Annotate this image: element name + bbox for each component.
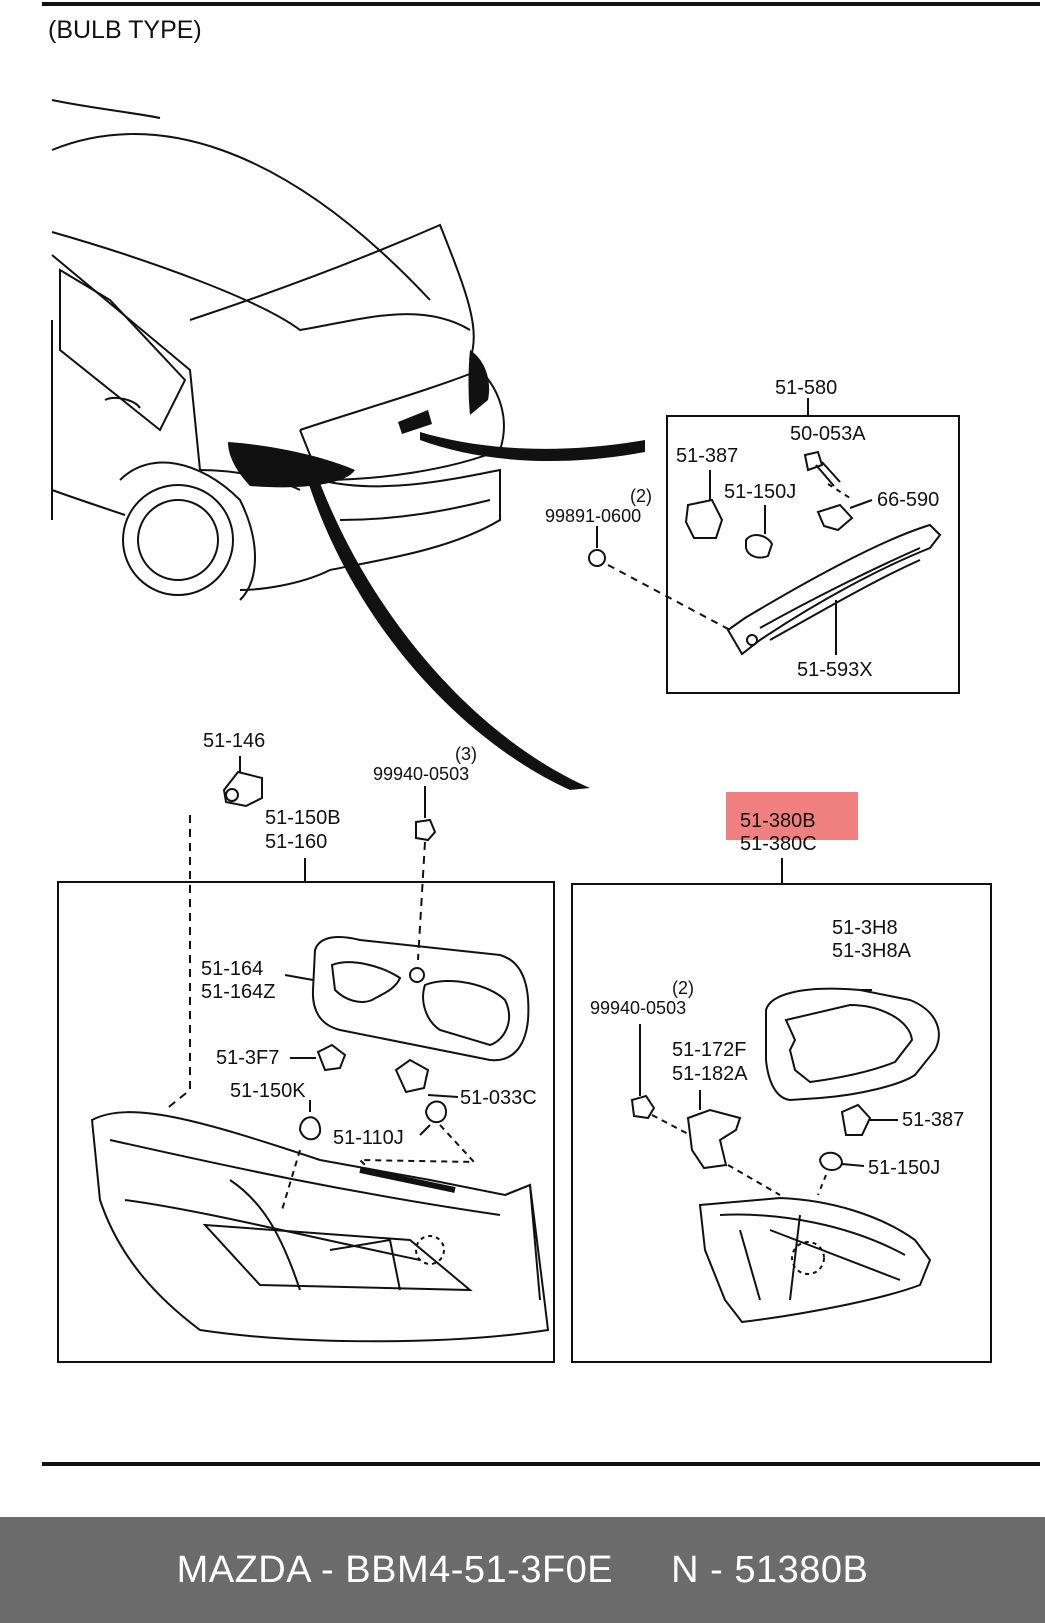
footer-ref-number: N - 51380B (671, 1548, 869, 1591)
label-51-387-top: 51-387 (676, 445, 738, 467)
label-51-387-right: 51-387 (902, 1109, 964, 1131)
label-51-150K: 51-150K (230, 1080, 306, 1102)
label-99940-qty-mid: (3) (455, 744, 477, 764)
label-51-380B: 51-380B (740, 810, 816, 832)
license-lamp-box (666, 415, 960, 694)
diagram-title: (BULB TYPE) (48, 16, 202, 44)
car-rear-illustration (51, 99, 505, 601)
label-66-590: 66-590 (877, 489, 939, 511)
label-51-164Z: 51-164Z (201, 981, 276, 1003)
label-51-150B: 51-150B (265, 807, 341, 829)
parts-diagram: (BULB TYPE) 51-580 50-053A (42, 2, 1040, 1466)
highlight-51-380B (726, 792, 858, 840)
label-51-580: 51-580 (775, 377, 837, 399)
footer-oem-part: MAZDA - BBM4-51-3F0E (176, 1548, 614, 1591)
tail-lamp-right (468, 350, 490, 415)
label-99940-0503-mid: 99940-0503 (373, 764, 469, 784)
inner-lamp-parts (630, 987, 940, 1324)
label-50-053A: 50-053A (790, 423, 866, 445)
label-51-160: 51-160 (265, 831, 327, 853)
label-51-110J: 51-110J (333, 1127, 404, 1149)
label-51-182A: 51-182A (672, 1063, 748, 1085)
license-lamp-parts (588, 450, 942, 656)
label-99940-qty-right: (2) (672, 978, 694, 998)
tail-lamp-left (228, 442, 355, 488)
part-number-footer: MAZDA - BBM4-51-3F0E N - 51380B (0, 1517, 1045, 1623)
label-99891-0600: 99891-0600 (545, 506, 641, 526)
label-51-150J-right: 51-150J (868, 1157, 940, 1179)
label-51-146: 51-146 (203, 730, 265, 752)
label-51-3F7: 51-3F7 (216, 1047, 279, 1069)
label-51-593X: 51-593X (797, 659, 873, 681)
outer-lamp-parts (90, 756, 550, 1343)
label-51-3H8A: 51-3H8A (832, 940, 912, 962)
outer-lamp-box (57, 881, 555, 1363)
label-51-150J-top: 51-150J (724, 481, 796, 503)
label-51-380C: 51-380C (740, 833, 817, 855)
leader-swoosh-top (420, 432, 645, 462)
label-99940-0503-right: 99940-0503 (590, 998, 686, 1018)
trunk-lamp (398, 410, 432, 434)
label-51-164: 51-164 (201, 958, 263, 980)
label-99891-qty: (2) (630, 486, 652, 506)
label-51-3H8: 51-3H8 (832, 917, 898, 939)
label-51-033C: 51-033C (460, 1087, 537, 1109)
label-51-172F: 51-172F (672, 1039, 747, 1061)
